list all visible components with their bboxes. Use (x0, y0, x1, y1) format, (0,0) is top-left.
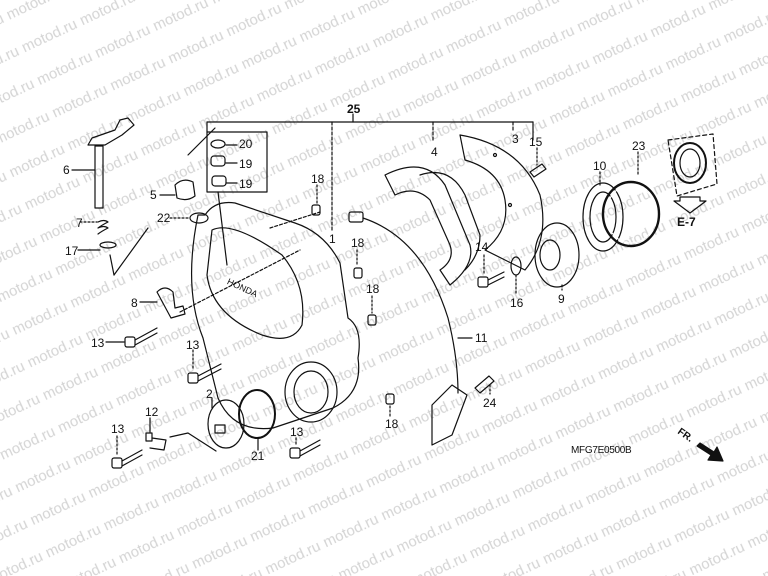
timing-hole-cap-2 (207, 397, 245, 449)
callout-1: 1 (329, 232, 336, 246)
callout-9: 9 (558, 292, 565, 306)
callout-13: 13 (186, 338, 200, 352)
clip-12 (145, 417, 217, 452)
callout-22: 22 (157, 211, 171, 225)
dowel-pins-18 (311, 184, 395, 418)
callout-12: 12 (145, 405, 159, 419)
callout-14: 14 (475, 240, 489, 254)
bolts-13 (105, 327, 321, 469)
washer-16 (510, 256, 522, 294)
callout-6: 6 (63, 163, 70, 177)
callout-18: 18 (351, 236, 365, 250)
callout-25: 25 (347, 102, 361, 116)
snap-ring-23 (601, 151, 661, 248)
callout-19: 19 (239, 157, 253, 171)
starter-gear-9 (534, 222, 580, 291)
front-direction-arrow (696, 442, 724, 462)
callout-10: 10 (593, 159, 607, 173)
bolt-15 (529, 147, 547, 178)
callout-17: 17 (65, 244, 79, 258)
dowel-set-20-19 (187, 127, 268, 266)
callout-19: 19 (239, 177, 253, 191)
callout-18: 18 (366, 282, 380, 296)
callout-4: 4 (431, 145, 438, 159)
callout-13: 13 (111, 422, 125, 436)
callout-13: 13 (290, 425, 304, 439)
callout-13: 13 (91, 336, 105, 350)
shift-shaft-6 (71, 117, 149, 276)
callout-20: 20 (239, 137, 253, 151)
callout-5: 5 (150, 188, 157, 202)
stator-plate-4 (384, 166, 481, 286)
callout-7: 7 (76, 216, 83, 230)
diagram-code: MFG7E0500B (571, 445, 632, 456)
o-ring-21 (238, 389, 276, 451)
oil-filler-cap-5 (159, 179, 209, 224)
callout-18: 18 (311, 172, 325, 186)
cover-plate-3 (459, 134, 544, 271)
callout-24: 24 (483, 396, 497, 410)
wire-harness-11 (348, 211, 473, 446)
callout-8: 8 (131, 296, 138, 310)
reference-e7-label: E-7 (677, 215, 696, 229)
callout-15: 15 (529, 135, 543, 149)
bolt-24 (474, 375, 495, 395)
bolt-14 (477, 254, 505, 288)
callout-11: 11 (475, 331, 488, 345)
one-way-clutch-10 (582, 171, 624, 252)
callout-3: 3 (512, 132, 519, 146)
callout-21: 21 (251, 449, 265, 463)
callout-23: 23 (632, 139, 646, 153)
needle-bearing-reference-box (667, 133, 718, 214)
assembly-bracket-25 (206, 113, 534, 233)
callout-2: 2 (206, 387, 213, 401)
clamp-8 (139, 249, 301, 319)
callout-18: 18 (385, 417, 399, 431)
callout-16: 16 (510, 296, 524, 310)
